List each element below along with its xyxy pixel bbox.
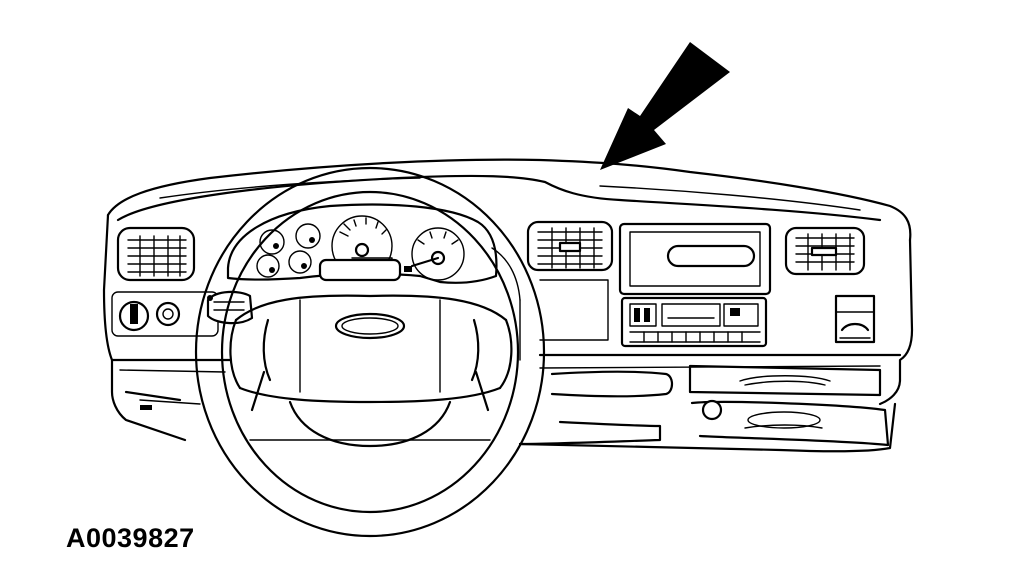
right-switch-panel (834, 294, 876, 344)
glove-box-upper (688, 364, 882, 397)
tachometer (411, 227, 465, 281)
glove-box-latch (701, 399, 723, 421)
right-air-vent (784, 226, 866, 276)
headlamp-switch (111, 291, 219, 337)
center-storage-slot (550, 370, 674, 398)
callout-arrow-icon (600, 42, 730, 170)
glove-box-lower (690, 400, 890, 447)
display-slot (666, 244, 756, 268)
gauge-fuel (259, 229, 285, 255)
left-air-vent (116, 226, 196, 282)
dash-top-pad (106, 158, 912, 242)
center-panel (539, 222, 772, 348)
figure-id-label: A0039827 (66, 523, 195, 553)
gauge-temp (295, 223, 321, 249)
dash-top-pad-inner (116, 174, 882, 222)
instrument-cluster (226, 203, 498, 284)
gauge-volt (288, 250, 312, 274)
center-air-vent (526, 220, 614, 272)
steering-wheel (194, 166, 546, 538)
turn-signal-stalk (206, 290, 254, 325)
gauge-oil (256, 254, 280, 278)
lower-dash-body (124, 390, 182, 402)
